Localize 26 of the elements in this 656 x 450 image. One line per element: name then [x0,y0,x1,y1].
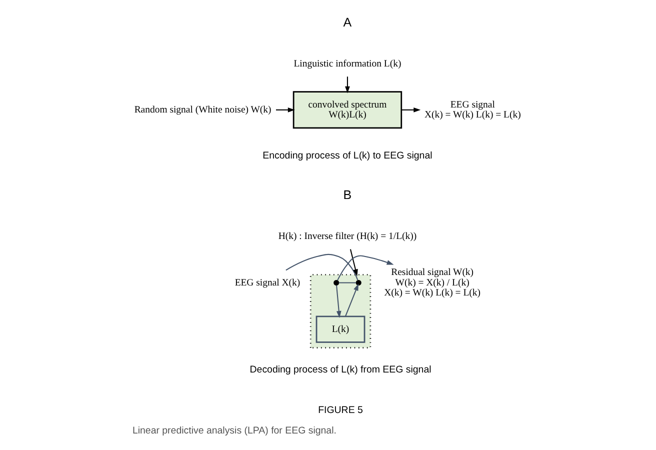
node-text: Random signal (White noise) W(k) [134,104,272,116]
node-box: convolved spectrum W(k)L(k) [292,91,402,129]
arrow [350,249,358,276]
arrow [276,107,295,112]
node-box: L(k) [316,316,366,343]
label: Decoding process of L(k) from EEG signal [250,364,432,376]
label: Encoding process of L(k) to EEG signal [262,150,432,162]
connector [338,282,356,284]
arrow [345,76,350,94]
node-text: H(k) : Inverse filter (H(k) = 1/L(k)) [278,231,417,242]
node-text: Residual signal W(k) W(k) = X(k) / L(k) X(k) = W(k) L(k) = L(k) [384,266,480,299]
connector [286,254,358,280]
node-text: Linguistic information L(k) [294,58,402,70]
arrow [336,255,394,281]
node-text: EEG signal X(k) = W(k) L(k) = L(k) [424,99,521,121]
arrow [402,107,421,112]
node-circle [356,280,362,286]
label: A [343,16,352,30]
label: B [343,188,352,202]
arrow [336,285,342,318]
node-circle [334,280,340,286]
label: FIGURE 5 [318,404,363,416]
arrow [344,284,358,317]
node-text: EEG signal X(k) [234,277,300,288]
cluster [310,274,372,348]
caption: Linear predictive analysis (LPA) for EEG signal. [132,425,336,436]
